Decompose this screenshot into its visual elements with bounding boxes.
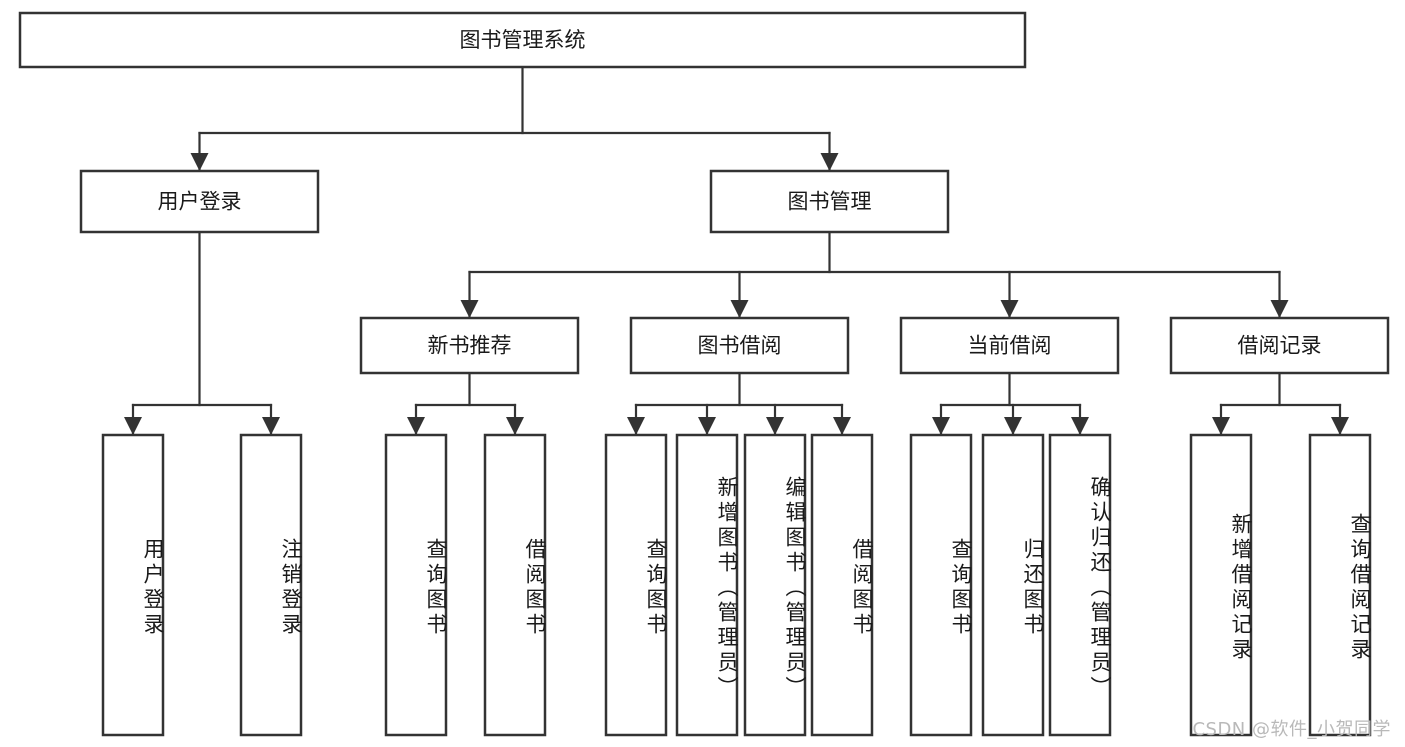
node-box-leaf-edit-book[interactable] — [743, 433, 807, 737]
node-box-leaf-user-login[interactable] — [101, 433, 165, 737]
node-box-book-manage[interactable] — [709, 169, 950, 234]
arrow-head-icon — [1331, 417, 1349, 435]
arrow-head-icon — [1000, 300, 1019, 318]
arrow-head-icon — [407, 417, 425, 435]
node-label-current-borrow: 当前借阅 — [968, 334, 1052, 358]
node-box-leaf-query-book-1[interactable] — [384, 433, 448, 737]
arrow-head-icon — [820, 153, 839, 171]
node-box-leaf-return-book[interactable] — [981, 433, 1045, 737]
arrow-head-icon — [262, 417, 280, 435]
arrow-head-icon — [460, 300, 479, 318]
node-label-user-login: 用户登录 — [158, 190, 242, 214]
connectors-layer — [124, 65, 1349, 437]
arrow-head-icon — [698, 417, 716, 435]
node-box-leaf-confirm-return[interactable] — [1048, 433, 1112, 737]
node-box-leaf-add-book[interactable] — [675, 433, 739, 737]
node-box-leaf-query-book-3[interactable] — [909, 433, 973, 737]
node-box-leaf-add-borrow-record[interactable] — [1189, 433, 1253, 737]
node-box-user-login[interactable] — [79, 169, 320, 234]
node-box-leaf-query-book-2[interactable] — [604, 433, 668, 737]
arrow-head-icon — [833, 417, 851, 435]
arrow-head-icon — [730, 300, 749, 318]
node-box-root[interactable] — [18, 11, 1027, 69]
arrow-head-icon — [932, 417, 950, 435]
node-box-leaf-logout-login[interactable] — [239, 433, 303, 737]
node-box-book-borrow[interactable] — [629, 316, 850, 375]
node-label-borrow-record: 借阅记录 — [1238, 334, 1322, 358]
node-box-leaf-borrow-book-2[interactable] — [810, 433, 874, 737]
node-box-borrow-record[interactable] — [1169, 316, 1390, 375]
node-box-current-borrow[interactable] — [899, 316, 1120, 375]
arrow-head-icon — [124, 417, 142, 435]
node-label-new-book-recommend: 新书推荐 — [428, 334, 512, 358]
node-label-book-borrow: 图书借阅 — [698, 334, 782, 358]
arrow-head-icon — [190, 153, 209, 171]
arrow-head-icon — [766, 417, 784, 435]
arrow-head-icon — [627, 417, 645, 435]
node-box-leaf-query-borrow-record[interactable] — [1308, 433, 1372, 737]
node-box-leaf-borrow-book-1[interactable] — [483, 433, 547, 737]
arrow-head-icon — [506, 417, 524, 435]
arrow-head-icon — [1071, 417, 1089, 435]
watermark-text: CSDN @软件_小贺同学 — [1192, 719, 1391, 740]
node-boxes-layer — [18, 11, 1390, 737]
arrow-head-icon — [1004, 417, 1022, 435]
arrow-head-icon — [1270, 300, 1289, 318]
node-label-book-manage: 图书管理 — [788, 190, 872, 214]
node-box-new-book-recommend[interactable] — [359, 316, 580, 375]
arrow-head-icon — [1212, 417, 1230, 435]
node-label-root: 图书管理系统 — [460, 28, 586, 52]
